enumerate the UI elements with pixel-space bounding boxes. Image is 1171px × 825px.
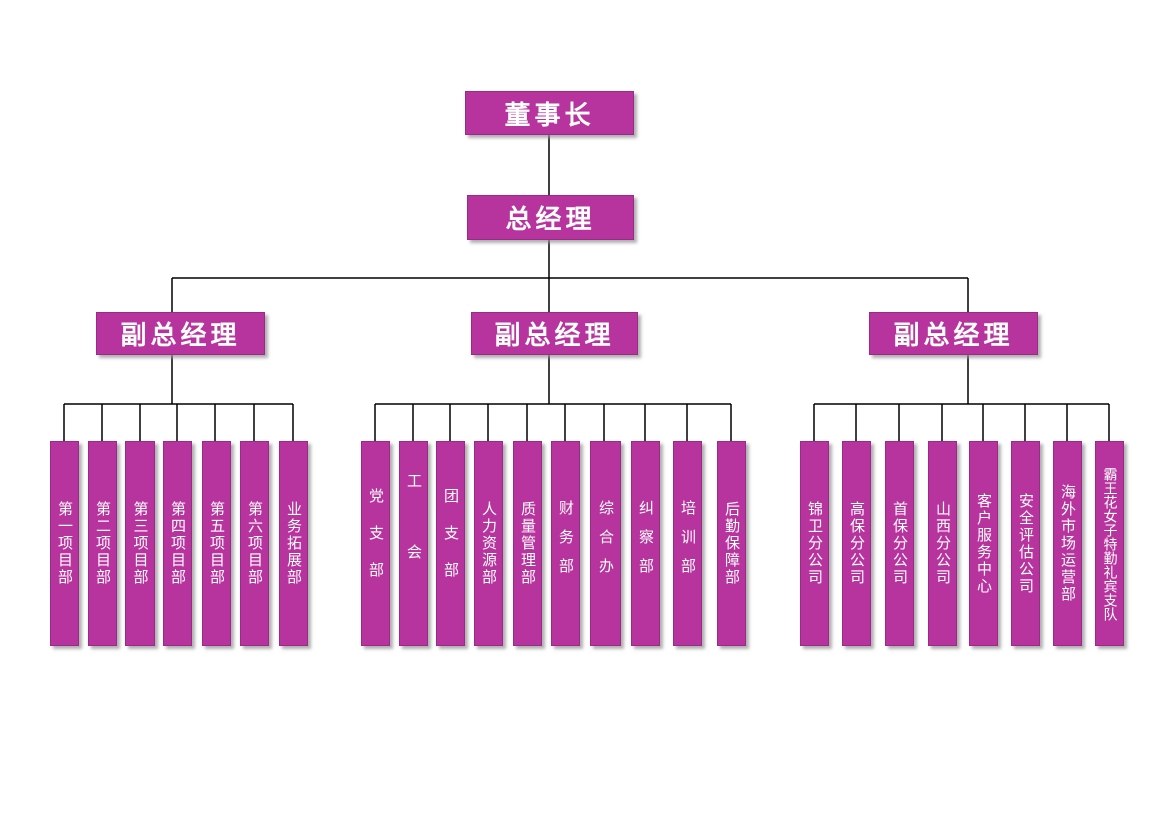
dept-box: 培训部 [673, 441, 702, 646]
dept-label: 锦卫分公司 [806, 501, 824, 586]
dept-box: 安全评估公司 [1011, 441, 1040, 646]
dept-box: 团支部 [436, 441, 465, 646]
dept-label: 业务拓展部 [285, 501, 303, 586]
dept-box: 业务拓展部 [279, 441, 308, 646]
dept-label: 第三项目部 [131, 501, 150, 586]
dept-box: 高保分公司 [842, 441, 871, 646]
dept-box: 工会 [399, 441, 428, 646]
general-manager-label: 总经理 [505, 205, 596, 235]
dept-box: 人力资源部 [474, 441, 503, 646]
dept-box: 第五项目部 [202, 441, 231, 646]
vice-gm-mid-label: 副总经理 [494, 321, 615, 351]
general-manager-box: 总经理 [467, 195, 634, 240]
dept-label: 第二项目部 [94, 501, 112, 586]
dept-label: 海外市场运营部 [1059, 484, 1077, 603]
dept-box: 第三项目部 [125, 441, 155, 646]
dept-box: 质量管理部 [513, 441, 542, 646]
dept-label: 工会 [405, 472, 423, 615]
dept-label: 第一项目部 [56, 501, 74, 586]
dept-box: 财务部 [551, 441, 580, 646]
dept-label: 党支部 [367, 488, 385, 599]
vice-gm-right-box: 副总经理 [869, 312, 1038, 355]
dept-label: 后勤保障部 [723, 501, 741, 586]
dept-label: 霸王花女子特勤礼宾支队 [1101, 466, 1118, 621]
dept-box: 纠察部 [631, 441, 660, 646]
dept-label: 综合办 [597, 500, 615, 587]
dept-box: 第六项目部 [240, 441, 269, 646]
chairman-box: 董事长 [465, 91, 634, 135]
dept-label: 纠察部 [637, 500, 655, 587]
vice-gm-left-box: 副总经理 [96, 312, 265, 355]
dept-label: 安全评估公司 [1017, 492, 1035, 595]
chairman-label: 董事长 [504, 100, 595, 131]
dept-box: 锦卫分公司 [800, 441, 829, 646]
dept-box: 第一项目部 [50, 441, 79, 646]
dept-label: 财务部 [557, 500, 575, 587]
dept-box: 海外市场运营部 [1053, 441, 1082, 646]
vice-gm-left-label: 副总经理 [120, 321, 241, 351]
dept-box: 首保分公司 [885, 441, 914, 646]
dept-label: 客户服务中心 [975, 492, 993, 595]
dept-label: 人力资源部 [480, 501, 498, 586]
dept-box: 山西分公司 [928, 441, 957, 646]
dept-label: 高保分公司 [848, 501, 866, 586]
dept-label: 第六项目部 [246, 501, 264, 586]
dept-label: 培训部 [679, 500, 697, 587]
dept-box: 霸王花女子特勤礼宾支队 [1095, 441, 1124, 646]
dept-label: 第五项目部 [208, 501, 226, 586]
vice-gm-right-label: 副总经理 [893, 321, 1014, 351]
dept-box: 党支部 [361, 441, 390, 646]
dept-box: 第二项目部 [88, 441, 117, 646]
dept-label: 山西分公司 [934, 501, 952, 586]
dept-box: 客户服务中心 [969, 441, 998, 646]
vice-gm-mid-box: 副总经理 [471, 312, 638, 355]
dept-label: 首保分公司 [891, 501, 909, 586]
dept-box: 后勤保障部 [717, 441, 746, 646]
dept-label: 第四项目部 [169, 501, 187, 586]
dept-box: 第四项目部 [163, 441, 192, 646]
dept-label: 团支部 [442, 488, 460, 599]
dept-label: 质量管理部 [519, 501, 537, 586]
dept-box: 综合办 [590, 441, 621, 646]
